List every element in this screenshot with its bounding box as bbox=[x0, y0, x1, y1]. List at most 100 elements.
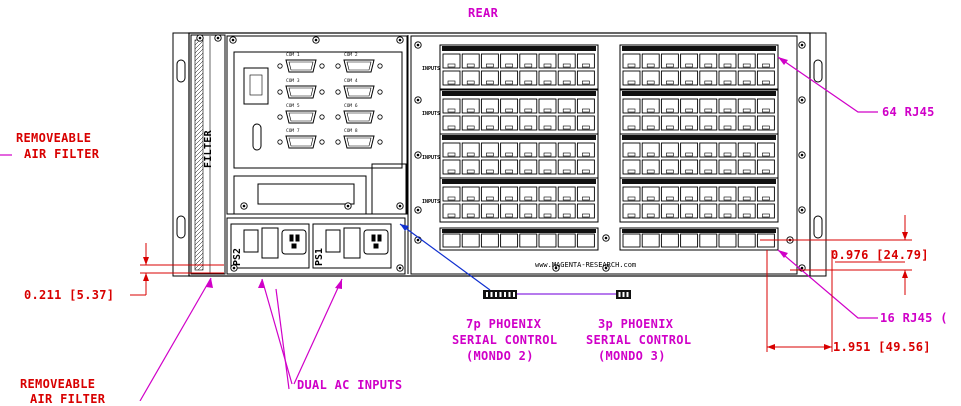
dual-ac-label: DUAL AC INPUTS bbox=[297, 378, 403, 392]
rj45-port bbox=[576, 142, 595, 158]
rj45-port bbox=[737, 203, 756, 219]
screw bbox=[214, 34, 222, 42]
inputs-label-row4: INPUTS bbox=[422, 199, 441, 205]
rj45-port bbox=[699, 115, 718, 131]
rj45-port bbox=[680, 233, 699, 248]
rj45-port bbox=[756, 186, 775, 202]
rj45-port bbox=[641, 203, 660, 219]
rj45-port bbox=[538, 53, 557, 69]
screw bbox=[602, 234, 610, 242]
blue-leader bbox=[399, 223, 491, 291]
screw bbox=[196, 34, 204, 42]
com-label-5: COM 5 bbox=[286, 104, 300, 109]
rj45-port bbox=[557, 142, 576, 158]
rj45-port bbox=[660, 70, 679, 86]
screw bbox=[602, 264, 610, 272]
screw bbox=[798, 206, 806, 214]
ps1-label: PS1 bbox=[314, 247, 325, 266]
rj45-port bbox=[480, 115, 499, 131]
db9-connector bbox=[277, 135, 325, 149]
rj45-port bbox=[622, 186, 641, 202]
rj45-port bbox=[622, 203, 641, 219]
rj45-port bbox=[576, 233, 595, 248]
rj45-port bbox=[500, 70, 519, 86]
rj45-bottom-block bbox=[439, 227, 599, 251]
screw bbox=[344, 202, 352, 210]
db9-connector bbox=[277, 110, 325, 124]
io-panel bbox=[410, 35, 798, 275]
phoenix-3p-connector bbox=[616, 290, 631, 299]
rj45-port bbox=[538, 233, 557, 248]
rj45-ports bbox=[439, 44, 779, 251]
rj45-port bbox=[576, 98, 595, 114]
rj45-port bbox=[641, 142, 660, 158]
rj45-port bbox=[718, 159, 737, 175]
inputs-label-row2: INPUTS bbox=[422, 111, 441, 117]
com-port-connectors bbox=[277, 59, 383, 149]
rj45-port bbox=[557, 115, 576, 131]
rj45-port bbox=[442, 159, 461, 175]
rj45-16-label: 16 RJ45 ( bbox=[880, 311, 948, 325]
rj45-port bbox=[480, 159, 499, 175]
com-label-3: COM 3 bbox=[286, 79, 300, 84]
dimension-lines bbox=[130, 215, 912, 352]
rj45-port bbox=[519, 53, 538, 69]
screw bbox=[230, 264, 238, 272]
rj45-port bbox=[622, 159, 641, 175]
rj45-port bbox=[641, 53, 660, 69]
rj45-port bbox=[538, 159, 557, 175]
rj45-port bbox=[680, 70, 699, 86]
screw bbox=[396, 202, 404, 210]
rj45-port bbox=[538, 70, 557, 86]
phoenix3-line3: (MONDO 3) bbox=[598, 349, 666, 363]
db9-connector bbox=[335, 110, 383, 124]
ps2-label: PS2 bbox=[232, 247, 243, 266]
rj45-port bbox=[660, 203, 679, 219]
rj45-port bbox=[737, 142, 756, 158]
rj45-port bbox=[500, 186, 519, 202]
rj45-port bbox=[699, 70, 718, 86]
rj45-port bbox=[480, 142, 499, 158]
rj45-port bbox=[538, 186, 557, 202]
rj45-port bbox=[756, 98, 775, 114]
rj45-port bbox=[622, 142, 641, 158]
db9-connector bbox=[277, 85, 325, 99]
rj45-port bbox=[756, 70, 775, 86]
rj45-block bbox=[619, 89, 779, 135]
air-filter-top-line2: AIR FILTER bbox=[24, 147, 100, 161]
rj45-port bbox=[737, 70, 756, 86]
air-filter-bottom-line2: AIR FILTER bbox=[30, 392, 106, 406]
rj45-port bbox=[500, 115, 519, 131]
rj45-port bbox=[442, 98, 461, 114]
rj45-port bbox=[500, 142, 519, 158]
rj45-64-label: 64 RJ45 bbox=[882, 105, 935, 119]
rj45-port bbox=[480, 53, 499, 69]
air-filter-top-line1: REMOVEABLE bbox=[16, 131, 92, 145]
rj45-port bbox=[480, 186, 499, 202]
rj45-port bbox=[538, 142, 557, 158]
db9-connector bbox=[277, 59, 325, 73]
rj45-port bbox=[557, 186, 576, 202]
com-label-7: COM 7 bbox=[286, 129, 300, 134]
rj45-bottom-block bbox=[619, 227, 779, 251]
rj45-port bbox=[461, 203, 480, 219]
phoenix7-line2: SERIAL CONTROL bbox=[452, 333, 558, 347]
rj45-port bbox=[442, 233, 461, 248]
rj45-port bbox=[756, 159, 775, 175]
rj45-port bbox=[576, 203, 595, 219]
rj45-port bbox=[622, 233, 641, 248]
rj45-port bbox=[699, 186, 718, 202]
rj45-port bbox=[519, 159, 538, 175]
rj45-port bbox=[442, 142, 461, 158]
rj45-port bbox=[500, 53, 519, 69]
rj45-block bbox=[619, 44, 779, 90]
power-section bbox=[226, 217, 406, 275]
rj45-port bbox=[699, 98, 718, 114]
phoenix-7p-connector bbox=[483, 290, 517, 299]
rj45-port bbox=[641, 186, 660, 202]
rj45-port bbox=[557, 53, 576, 69]
rj45-port bbox=[660, 186, 679, 202]
rj45-port bbox=[538, 98, 557, 114]
com-label-2: COM 2 bbox=[344, 53, 358, 58]
